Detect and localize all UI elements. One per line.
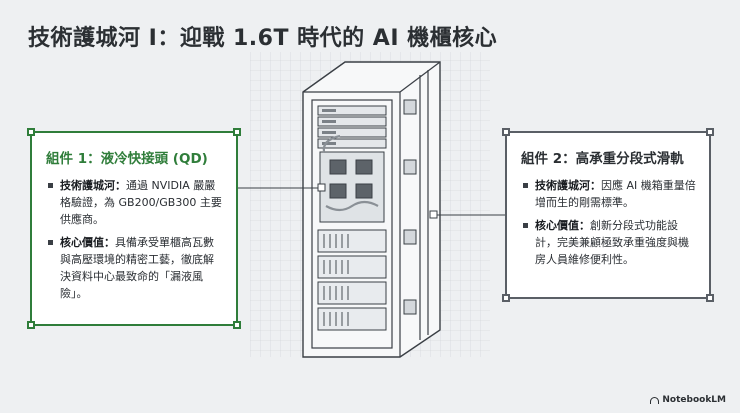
sliding-rail — [403, 99, 417, 315]
list-item: 核心價值：創新分段式功能設計，完美兼顧極致承重強度與機房人員維修便利性。 — [523, 217, 697, 268]
component-card-qd: 組件 1：液冷快接頭 (QD) 技術護城河：通過 NVIDIA 嚴嚴格驗證，為 … — [27, 128, 241, 329]
bullet-label: 核心價值： — [60, 236, 115, 249]
card-heading: 組件 1：液冷快接頭 (QD) — [46, 151, 208, 167]
card-corner-handle — [233, 128, 241, 136]
bullet-list: 技術護城河：通過 NVIDIA 嚴嚴格驗證，為 GB200/GB300 主要供應… — [48, 177, 224, 308]
server-drawers-bottom — [317, 229, 387, 331]
card-corner-handle — [27, 321, 35, 329]
card-corner-handle — [706, 294, 714, 302]
card-corner-handle — [502, 128, 510, 136]
page-title: 技術護城河 I：迎戰 1.6T 時代的 AI 機櫃核心 — [28, 26, 498, 51]
card-corner-handle — [502, 294, 510, 302]
component-card-rail: 組件 2：高承重分段式滑軌 技術護城河：因應 AI 機箱重量倍增而生的剛需標準。… — [502, 128, 714, 302]
server-units-top — [317, 105, 387, 149]
bullet-text: 因應 AI 機箱重量倍增而生的剛需標準。 — [535, 179, 696, 209]
card-corner-handle — [233, 321, 241, 329]
list-item: 技術護城河：因應 AI 機箱重量倍增而生的剛需標準。 — [523, 177, 697, 211]
motherboard — [319, 151, 385, 223]
bullet-label: 核心價值： — [535, 219, 590, 232]
notebooklm-logo-icon — [650, 396, 660, 404]
bullet-label: 技術護城河： — [535, 179, 601, 192]
list-item: 核心價值：具備承受單櫃高瓦數與高壓環境的精密工藝，徹底解決資料中心最致命的「漏液… — [48, 234, 224, 302]
list-item: 技術護城河：通過 NVIDIA 嚴嚴格驗證，為 GB200/GB300 主要供應… — [48, 177, 224, 228]
brand-watermark: NotebookLM — [650, 395, 726, 405]
bullet-text: 通過 NVIDIA 嚴嚴格驗證，為 GB200/GB300 主要供應商。 — [60, 179, 222, 226]
bullet-label: 技術護城河： — [60, 179, 126, 192]
bullet-text: 具備承受單櫃高瓦數與高壓環境的精密工藝，徹底解決資料中心最致命的「漏液風險」。 — [60, 236, 214, 300]
card-corner-handle — [27, 128, 35, 136]
brand-name: NotebookLM — [662, 395, 726, 405]
bullet-list: 技術護城河：因應 AI 機箱重量倍增而生的剛需標準。 核心價值：創新分段式功能設… — [523, 177, 697, 274]
card-corner-handle — [706, 128, 714, 136]
bullet-text: 創新分段式功能設計，完美兼顧極致承重強度與機房人員維修便利性。 — [535, 219, 689, 266]
card-heading: 組件 2：高承重分段式滑軌 — [521, 151, 684, 167]
